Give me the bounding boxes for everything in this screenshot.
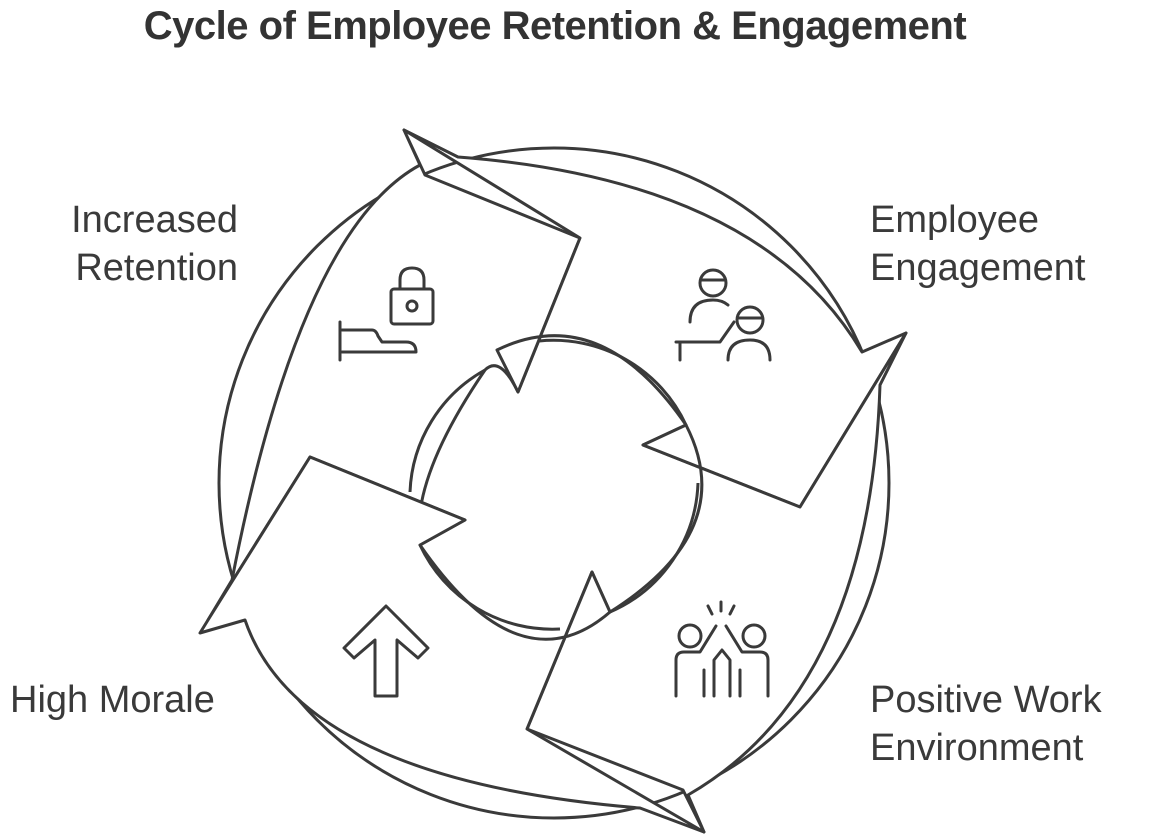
people-desk-icon (674, 268, 772, 362)
label-increased-retention-line2: Retention (75, 247, 238, 289)
up-arrow-icon (342, 604, 430, 698)
label-high-morale: High Morale (10, 676, 215, 724)
label-employee-engagement-line2: Engagement (870, 247, 1086, 289)
diagram-title: Cycle of Employee Retention & Engagement (143, 4, 967, 48)
outer-ring (217, 146, 891, 820)
label-employee-engagement: Employee Engagement (870, 196, 1086, 292)
label-increased-retention-line1: Increased (71, 199, 238, 241)
high-five-icon (674, 600, 770, 698)
label-positive-work-environment-line2: Environment (870, 727, 1084, 769)
arrow-employee-engagement (402, 128, 908, 509)
label-positive-work-environment: Positive Work Environment (870, 676, 1102, 772)
label-employee-engagement-line1: Employee (870, 199, 1039, 241)
arrow-positive-work-environment (525, 331, 908, 834)
label-positive-work-environment-line1: Positive Work (870, 679, 1102, 721)
arrow-high-morale (198, 455, 706, 834)
label-high-morale-line1: High Morale (10, 679, 215, 721)
lock-hand-icon (338, 266, 435, 362)
inner-ring (408, 338, 700, 631)
label-increased-retention: Increased Retention (50, 196, 238, 292)
